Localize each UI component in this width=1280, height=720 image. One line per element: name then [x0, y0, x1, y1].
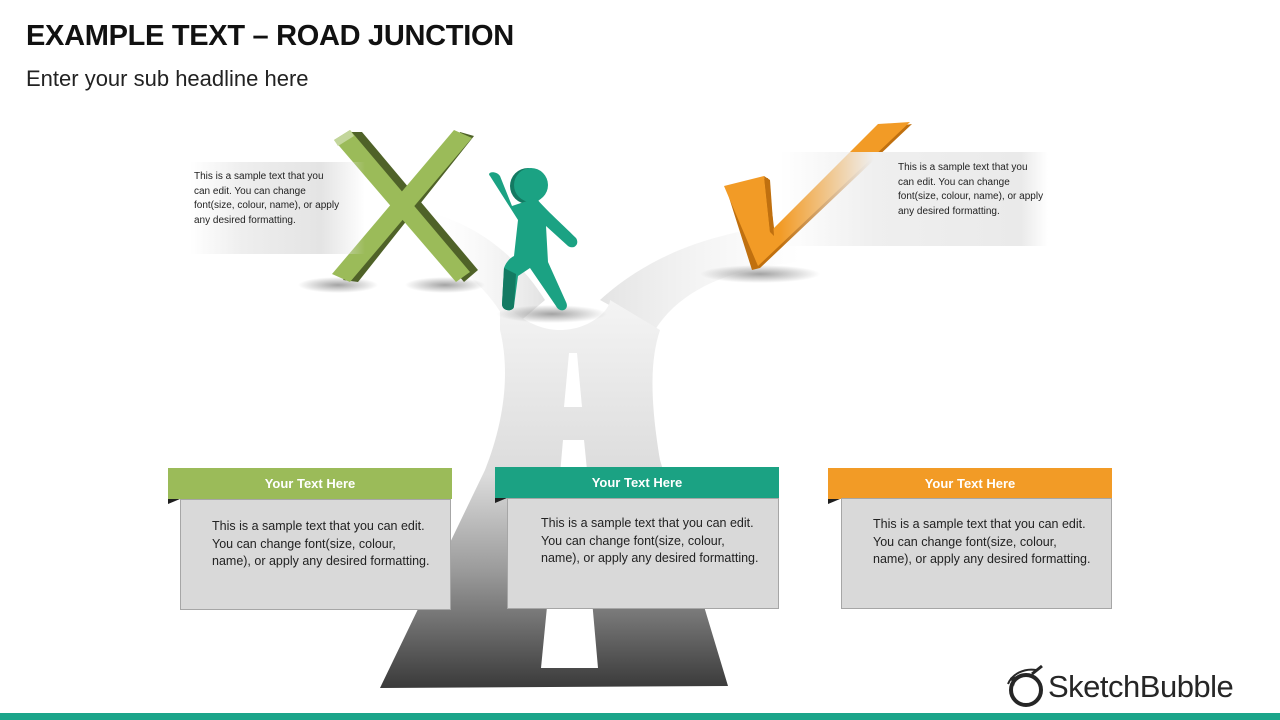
x-mark-shadow-2: [405, 277, 485, 293]
card-body-teal: This is a sample text that you can edit.…: [507, 498, 779, 609]
text-card-orange: Your Text Here This is a sample text tha…: [828, 468, 1112, 610]
card-header-green: Your Text Here: [168, 468, 452, 499]
check-mark-shadow: [700, 265, 820, 283]
callout-right: This is a sample text that you can edit.…: [780, 152, 1048, 246]
text-card-teal: Your Text Here This is a sample text tha…: [495, 467, 779, 609]
text-card-green: Your Text Here This is a sample text tha…: [168, 468, 452, 610]
walking-person-icon: [489, 168, 578, 311]
card-header-orange: Your Text Here: [828, 468, 1112, 499]
sketchbubble-logo-icon: [1007, 664, 1043, 707]
road-lane-marking-top: [564, 353, 582, 407]
x-mark-icon: [332, 130, 478, 282]
brand-name: SketchBubble: [1048, 669, 1234, 704]
bottom-accent-bar: [0, 713, 1280, 720]
sketchbubble-logo: SketchBubble: [1002, 662, 1234, 712]
card-body-orange: This is a sample text that you can edit.…: [841, 498, 1112, 609]
slide-subtitle: Enter your sub headline here: [26, 66, 309, 91]
callout-right-text: This is a sample text that you can edit.…: [898, 162, 1044, 217]
callout-left-text: This is a sample text that you can edit.…: [194, 171, 340, 226]
card-header-teal: Your Text Here: [495, 467, 779, 498]
x-mark-shadow: [298, 277, 378, 293]
card-fold: [495, 498, 507, 503]
card-fold: [168, 499, 180, 504]
card-body-green: This is a sample text that you can edit.…: [180, 499, 451, 610]
card-fold: [828, 499, 840, 504]
person-shadow: [497, 305, 607, 323]
callout-left: This is a sample text that you can edit.…: [190, 162, 365, 254]
slide-title: EXAMPLE TEXT – ROAD JUNCTION: [26, 20, 514, 52]
